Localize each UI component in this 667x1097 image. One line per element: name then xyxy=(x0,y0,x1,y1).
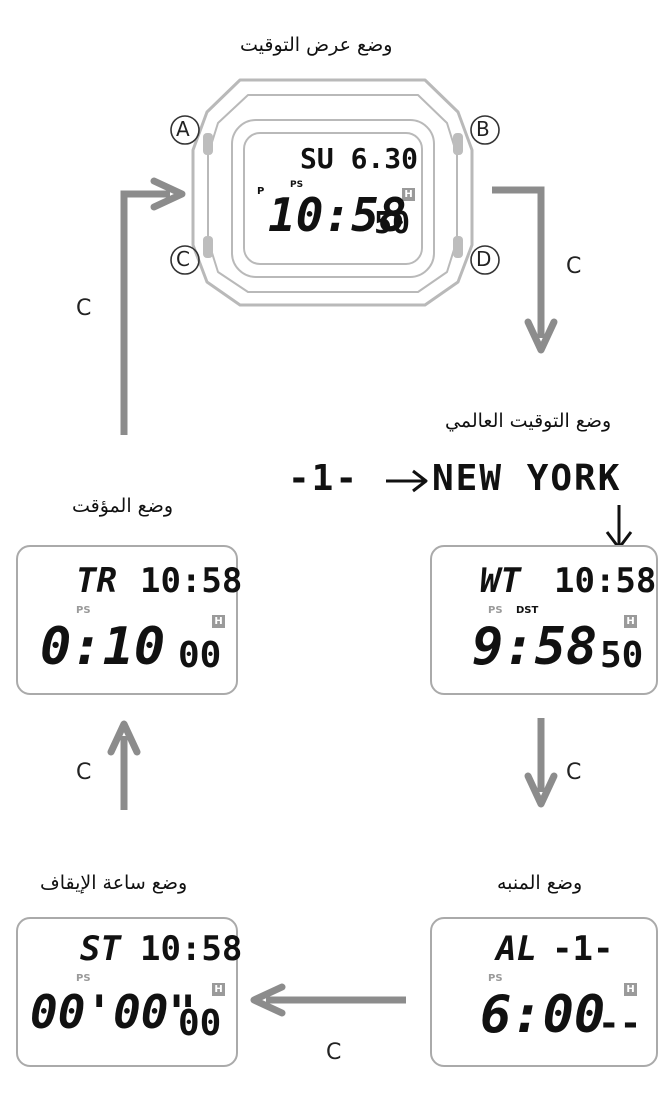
world-time-panel: WT 10:58 PS DST H 9:58 50 xyxy=(430,545,658,695)
alarm-number: -1- xyxy=(552,929,614,969)
pm-indicator: P xyxy=(257,186,265,197)
watch-side-buttons xyxy=(203,133,463,258)
watch-day-date: SU 6.30 xyxy=(300,142,419,175)
button-d-label: D xyxy=(476,247,492,271)
watch-seconds: 50 xyxy=(374,206,411,241)
arrow-to-stopwatch xyxy=(250,983,406,1017)
caption-stopwatch: وضع ساعة الإيقاف xyxy=(40,872,188,894)
alarm-panel: AL -1- PS H 6:00 -- xyxy=(430,917,658,1067)
h-indicator: H xyxy=(624,615,637,628)
arrow-to-timekeeping xyxy=(120,177,186,435)
h-indicator: H xyxy=(402,188,415,201)
timer-label: TR xyxy=(76,561,117,601)
caption-alarm: وضع المنبه xyxy=(497,872,583,894)
caption-timekeeping: وضع عرض التوقيت xyxy=(240,34,393,56)
arrow-to-timer xyxy=(107,720,141,810)
ps-indicator: PS xyxy=(290,180,304,190)
alarm-seconds: -- xyxy=(598,1003,642,1044)
city-name: NEW YORK xyxy=(432,458,622,499)
c-label-to-stopwatch: C xyxy=(326,1040,342,1065)
world-time-home-time: 10:58 xyxy=(554,561,657,601)
city-code: -1- xyxy=(288,458,360,499)
city-pointer-arrow xyxy=(605,505,633,550)
timer-current-time: 10:58 xyxy=(140,561,243,601)
timer-countdown: 0:10 xyxy=(40,617,166,677)
stopwatch-panel: ST 10:58 PS H 00'00" 00 xyxy=(16,917,242,1067)
button-c-label: C xyxy=(176,247,190,271)
watch-time: 10:58 xyxy=(268,188,407,242)
caption-timer: وضع المؤقت xyxy=(72,495,174,517)
c-label-to-alarm: C xyxy=(566,760,582,785)
ps-indicator: PS xyxy=(76,973,91,984)
h-indicator: H xyxy=(212,983,225,996)
stopwatch-current-time: 10:58 xyxy=(140,929,243,969)
c-label-to-world: C xyxy=(566,254,582,279)
world-time-label: WT xyxy=(480,561,521,601)
world-time-seconds: 50 xyxy=(600,635,644,676)
stopwatch-elapsed: 00'00" xyxy=(30,985,197,1039)
ps-indicator: PS xyxy=(488,605,503,616)
alarm-label: AL xyxy=(496,929,537,969)
ps-indicator: PS xyxy=(488,973,503,984)
ps-indicator: PS xyxy=(76,605,91,616)
h-indicator: H xyxy=(624,983,637,996)
c-label-to-timekeeping: C xyxy=(76,296,92,321)
world-time-city-time: 9:58 xyxy=(472,617,598,677)
city-sequence-arrow xyxy=(386,469,428,493)
h-indicator: H xyxy=(212,615,225,628)
arrow-to-world-time xyxy=(492,186,558,354)
arrow-to-alarm xyxy=(524,718,558,808)
dst-indicator: DST xyxy=(516,605,539,616)
timer-panel: TR 10:58 PS H 0:10 00 xyxy=(16,545,242,695)
stopwatch-label: ST xyxy=(80,929,121,969)
caption-world-time: وضع التوقيت العالمي xyxy=(445,410,612,432)
c-label-to-timer: C xyxy=(76,760,92,785)
stopwatch-hundredths: 00 xyxy=(178,1003,222,1044)
button-circles xyxy=(170,115,500,275)
alarm-time: 6:00 xyxy=(480,985,606,1045)
button-b-label: B xyxy=(476,117,490,141)
timer-seconds: 00 xyxy=(178,635,222,676)
button-a-label: A xyxy=(176,117,190,141)
